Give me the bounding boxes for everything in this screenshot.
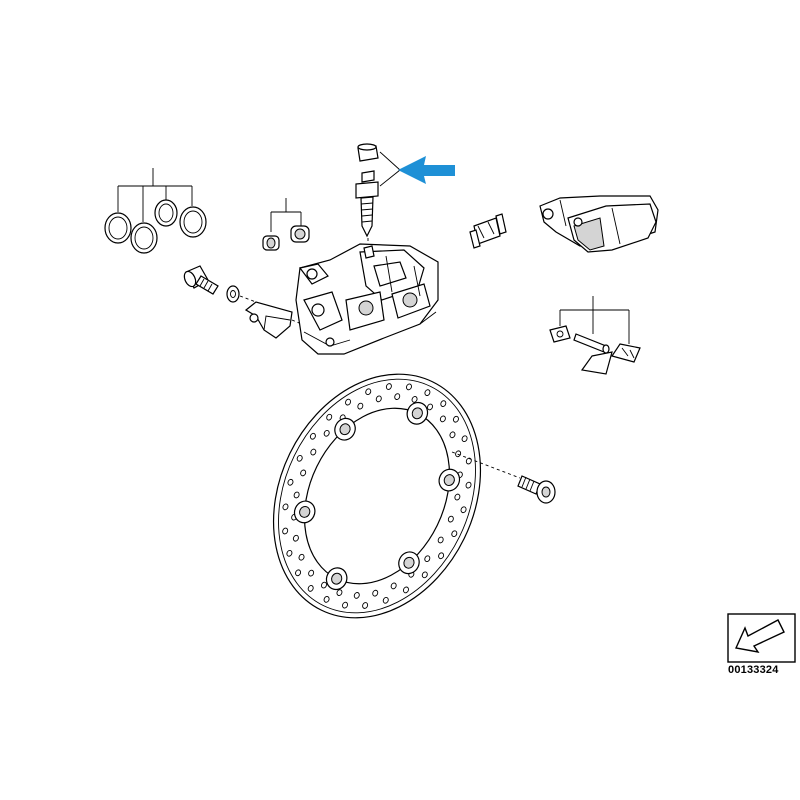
perforation-hole	[282, 527, 289, 535]
perforation-hole	[440, 400, 447, 407]
perforation-hole	[357, 402, 364, 410]
perforation-hole	[300, 469, 307, 477]
highlight-arrow-icon	[398, 156, 455, 184]
perforation-hole	[394, 393, 401, 400]
perforation-hole	[287, 478, 294, 486]
bleeder-cap	[357, 143, 379, 162]
mounting-hole	[403, 556, 415, 569]
washer	[226, 285, 240, 303]
part-number-label: 00133324	[728, 664, 779, 676]
back-arrow-icon[interactable]	[727, 613, 796, 663]
perforation-hole	[460, 506, 467, 514]
caliper-mounting-bolt[interactable]	[182, 265, 219, 295]
pad-spring-plate	[580, 343, 641, 375]
perforation-hole	[437, 536, 444, 544]
perforation-hole	[390, 582, 397, 590]
perforation-hole	[375, 395, 382, 403]
perforation-hole	[385, 383, 392, 390]
perforation-hole	[292, 534, 299, 542]
perforation-hole	[323, 429, 330, 437]
perforation-hole	[451, 530, 458, 538]
perforation-hole	[342, 601, 349, 609]
mounting-hole	[339, 423, 351, 436]
perforation-hole	[282, 503, 289, 511]
bleeder-callout	[379, 151, 401, 187]
perforation-hole	[307, 585, 314, 592]
perforation-hole	[438, 552, 445, 560]
perforation-hole	[439, 415, 446, 423]
mounting-hole	[411, 407, 423, 420]
perforation-hole	[365, 388, 372, 396]
perforation-hole	[427, 403, 433, 411]
bushings-callout	[270, 198, 302, 232]
pin-clip	[549, 325, 571, 343]
bleeder-valve-group[interactable]	[355, 143, 455, 262]
perforation-hole	[402, 586, 409, 594]
perforation-hole	[465, 481, 472, 489]
seal-ring-3	[154, 199, 178, 227]
seal-ring-2	[130, 222, 158, 254]
seal-rings-callout	[117, 168, 193, 222]
perforation-hole	[296, 454, 303, 462]
perforation-hole	[326, 413, 333, 421]
mounting-hole	[299, 506, 311, 518]
bushing-1	[262, 235, 280, 251]
perforation-hole	[372, 589, 379, 597]
perforation-hole	[310, 448, 317, 456]
disc-bolt[interactable]	[517, 475, 556, 504]
perforation-hole	[323, 596, 330, 603]
perforation-hole	[345, 398, 352, 406]
pad-pins-group[interactable]	[549, 296, 641, 375]
perforation-hole	[452, 415, 459, 423]
pad-pins-callout	[559, 296, 630, 344]
brake-pads[interactable]	[539, 195, 659, 253]
perforation-hole	[362, 602, 369, 609]
seal-rings-group[interactable]	[104, 168, 207, 254]
retaining-pin	[573, 333, 610, 354]
bushing-2	[290, 225, 310, 243]
perforation-hole	[447, 515, 454, 523]
perforation-hole	[421, 571, 428, 579]
bushings-group[interactable]	[262, 198, 310, 251]
perforation-hole	[295, 569, 302, 577]
caliper-bracket[interactable]	[244, 301, 293, 339]
perforation-hole	[465, 457, 472, 465]
perforation-hole	[321, 581, 327, 589]
disc-perforations	[282, 383, 472, 609]
seal-ring-4	[179, 206, 207, 238]
perforation-hole	[286, 549, 293, 557]
perforation-hole	[405, 383, 412, 391]
bleeder-screw	[355, 170, 379, 238]
perforation-hole	[353, 592, 360, 599]
perforation-hole	[382, 596, 389, 604]
perforation-hole	[293, 491, 300, 499]
perforation-hole	[309, 432, 316, 440]
brake-caliper[interactable]	[295, 243, 439, 355]
perforation-hole	[454, 493, 461, 501]
perforation-hole	[308, 569, 315, 577]
perforation-hole	[449, 431, 456, 439]
perforation-hole	[424, 555, 431, 563]
perforation-hole	[298, 553, 305, 561]
disc-mounting-holes	[293, 401, 461, 591]
spring-clip[interactable]	[469, 213, 507, 249]
seal-ring-1	[104, 212, 132, 244]
mounting-hole	[443, 474, 455, 486]
perforation-hole	[424, 389, 431, 396]
perforation-hole	[411, 396, 418, 403]
perforation-hole	[336, 589, 343, 596]
perforation-hole	[461, 435, 468, 443]
brake-disc[interactable]	[234, 339, 520, 652]
mounting-hole	[331, 572, 343, 585]
